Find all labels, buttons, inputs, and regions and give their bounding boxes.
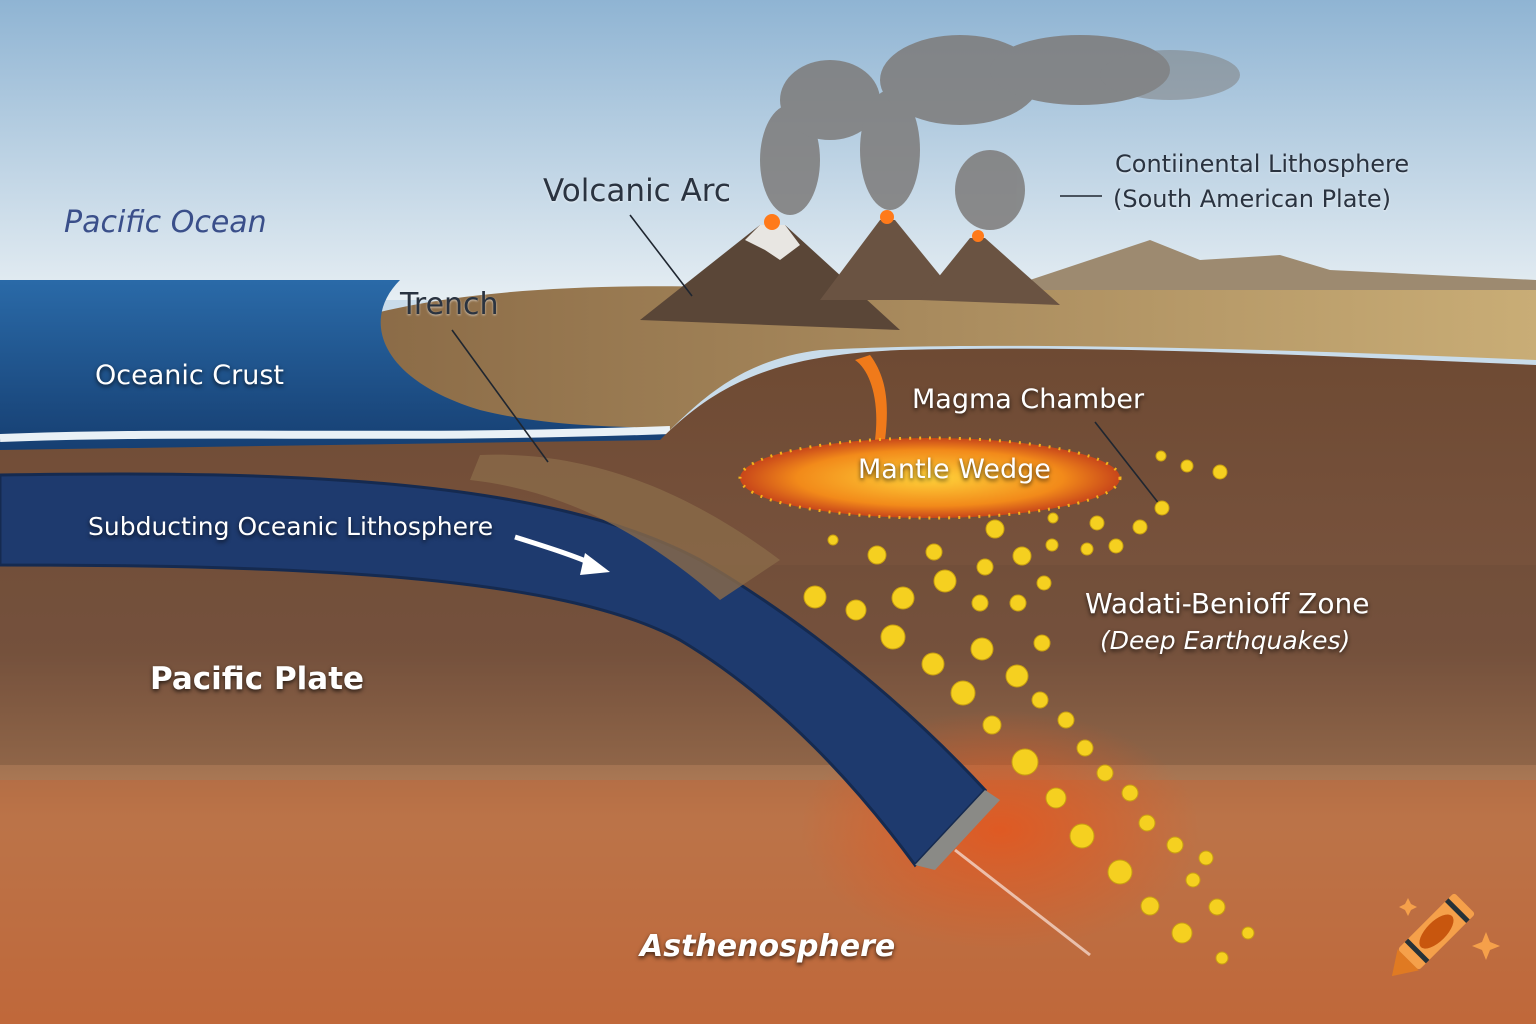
asthenosphere [0, 780, 1536, 1024]
earthquake-focus [845, 599, 867, 621]
earthquake-focus [880, 624, 906, 650]
earthquake-focus [971, 594, 989, 612]
earthquake-focus [1069, 823, 1095, 849]
label-magma-chamber: Magma Chamber [912, 384, 1145, 415]
earthquake-focus [1185, 872, 1201, 888]
earthquake-focus [803, 585, 827, 609]
earthquake-focus [1154, 500, 1170, 516]
label-asthenosphere: Asthenosphere [640, 929, 896, 964]
earthquake-focus [1212, 464, 1228, 480]
earthquake-focus [1171, 922, 1193, 944]
earthquake-focus [1045, 787, 1067, 809]
smoke-plumes [760, 35, 1240, 230]
earthquake-focus [1076, 739, 1094, 757]
earthquake-focus [950, 680, 976, 706]
magma-conduit [855, 355, 887, 440]
earthquake-focus [1241, 926, 1255, 940]
earthquake-focus [1198, 850, 1214, 866]
label-trench: Trench [400, 287, 499, 322]
label-volcanic-arc: Volcanic Arc [543, 173, 731, 209]
earthquake-focus [933, 569, 957, 593]
earthquake-focus [1121, 784, 1139, 802]
earthquake-focus [891, 586, 915, 610]
earthquake-focus [1096, 764, 1114, 782]
earthquake-focus [1005, 664, 1029, 688]
continental-land [350, 286, 1536, 440]
earthquake-focus [976, 558, 994, 576]
earthquake-focus [1089, 515, 1105, 531]
subduction-arrowhead [580, 553, 610, 575]
volcanoes [640, 210, 1060, 330]
earthquake-focus [1009, 594, 1027, 612]
earthquake-focus [1208, 898, 1226, 916]
label-subducting-lithosphere: Subducting Oceanic Lithosphere [88, 512, 494, 541]
earthquake-focus [1132, 519, 1148, 535]
magma-chamber [738, 436, 1122, 520]
earthquake-focus [1215, 951, 1229, 965]
label-pacific-ocean: Pacific Ocean [64, 205, 267, 240]
earthquake-focus [1166, 836, 1184, 854]
earthquake-focus [1108, 538, 1124, 554]
earthquake-focus [1180, 459, 1194, 473]
leader-lines [451, 195, 1161, 506]
shoreline-surf [0, 426, 671, 442]
label-south-american-plate: (South American Plate) [1113, 185, 1391, 213]
earthquake-focus [1047, 512, 1059, 524]
label-deep-earthquakes: (Deep Earthquakes) [1100, 626, 1351, 655]
earthquake-focus [1107, 859, 1133, 885]
label-oceanic-crust: Oceanic Crust [95, 360, 285, 391]
crayon-logo-icon [1391, 893, 1475, 977]
earthquake-focus [1140, 896, 1160, 916]
sparkle-icon-small [1399, 898, 1417, 916]
earthquake-focus [982, 715, 1002, 735]
earthquake-foci [803, 450, 1255, 965]
label-wadati-benioff-zone: Wadati-Benioff Zone [1085, 587, 1370, 620]
earthquake-focus [1155, 450, 1167, 462]
slab-edge [915, 790, 1000, 870]
earthquake-focus [1012, 546, 1032, 566]
earthquake-focus [921, 652, 945, 676]
earthquake-focus [925, 543, 943, 561]
wedge-crust [470, 454, 780, 600]
earthquake-focus [1031, 691, 1049, 709]
earthquake-focus [985, 519, 1005, 539]
earthquake-focus [1036, 575, 1052, 591]
ocean [0, 280, 670, 450]
earthquake-focus [827, 534, 839, 546]
slab-pull-arrow-icon [954, 848, 1091, 957]
label-pacific-plate: Pacific Plate [150, 661, 365, 697]
earthquake-focus [1045, 538, 1059, 552]
label-mantle-wedge: Mantle Wedge [858, 454, 1051, 485]
earthquake-focus [1033, 634, 1051, 652]
earthquake-focus [970, 637, 994, 661]
label-continental-lithosphere: Contiinental Lithosphere [1115, 150, 1410, 178]
earthquake-focus [1138, 814, 1156, 832]
earthquake-focus [1011, 748, 1039, 776]
earthquake-focus [1057, 711, 1075, 729]
earthquake-focus [867, 545, 887, 565]
earthquake-focus [1080, 542, 1094, 556]
sparkle-icon [1472, 932, 1500, 960]
